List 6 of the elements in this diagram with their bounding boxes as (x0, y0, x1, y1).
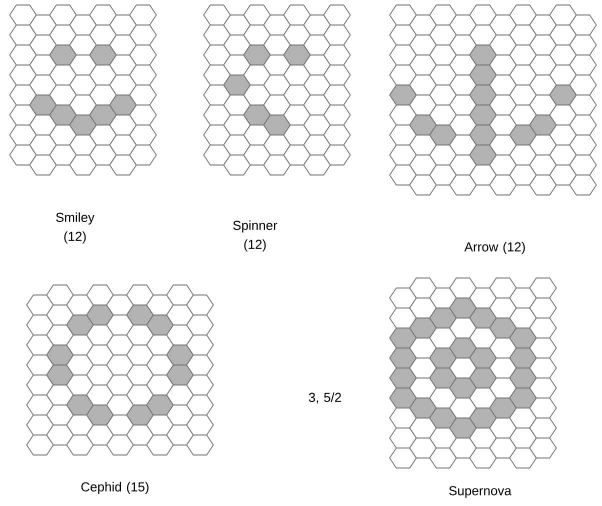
pattern-label: Cephid (15) (81, 482, 148, 494)
pattern-label: Arrow (12) (464, 242, 525, 254)
pattern-label: 3, 5/2 (308, 392, 341, 404)
pattern-label: Supernova (449, 486, 512, 498)
pattern-label: Smiley (12) (56, 212, 94, 244)
pattern-label: Spinner (12) (233, 220, 278, 252)
